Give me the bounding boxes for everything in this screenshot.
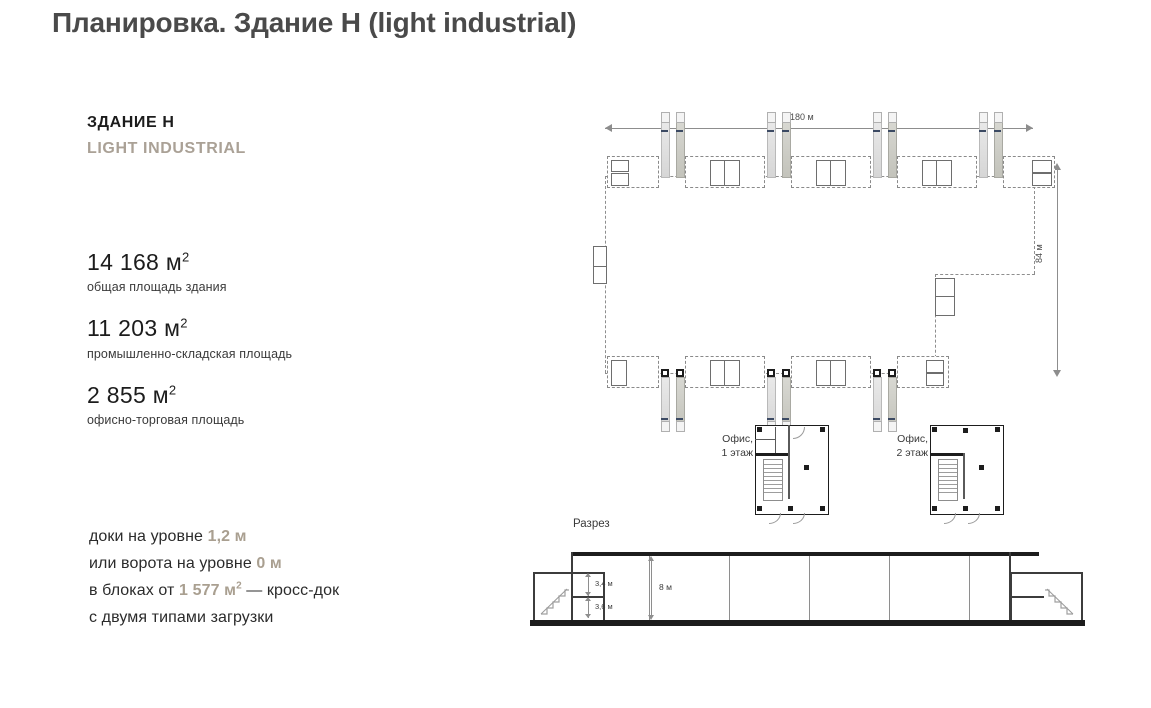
plan-top-office-block bbox=[1003, 156, 1055, 188]
note-line-1: доки на уровне 1,2 м bbox=[89, 528, 247, 545]
stat-label: офисно-торговая площадь bbox=[87, 412, 245, 427]
dim-arrow-down-icon bbox=[1053, 370, 1061, 377]
loading-notes: доки на уровне 1,2 м или ворота на уровн… bbox=[89, 523, 519, 631]
note-line-4: с двумя типами загрузки bbox=[89, 609, 274, 626]
stat-label: промышленно-складская площадь bbox=[87, 346, 293, 361]
plan-wall-right-upper bbox=[1034, 176, 1035, 274]
section-dim-upper: 3,4 м bbox=[595, 579, 613, 588]
office-plan-1-label: Офис,1 этаж bbox=[721, 433, 753, 459]
plan-notch-annex-b bbox=[935, 296, 955, 316]
section-roof-slab bbox=[573, 552, 1039, 556]
site-floor-plan bbox=[593, 112, 1055, 432]
plan-notch-annex-a bbox=[935, 278, 955, 298]
plan-bottom-office-block bbox=[791, 356, 871, 388]
plan-top-office-block bbox=[685, 156, 765, 188]
office-2-stairs bbox=[938, 459, 958, 501]
office-plan-2-label: Офис,2 этаж bbox=[896, 433, 928, 459]
plan-top-office-block bbox=[607, 156, 659, 188]
plan-width-label: 180 м bbox=[790, 112, 814, 122]
dim-arrow-right-icon bbox=[1026, 124, 1033, 132]
section-label: Разрез bbox=[573, 518, 610, 530]
plan-wall-notch-vertical bbox=[935, 274, 936, 373]
stat-item: 14 168 м2 общая площадь здания bbox=[87, 249, 507, 295]
section-floor-slab bbox=[530, 620, 1085, 626]
stat-value: 11 203 м2 bbox=[87, 315, 188, 342]
office-1-stairs bbox=[763, 459, 783, 501]
area-stats-list: 14 168 м2 общая площадь здания 11 203 м2… bbox=[87, 249, 507, 449]
note-line-2: или ворота на уровне 0 м bbox=[89, 555, 282, 572]
building-name: ЗДАНИЕ H bbox=[87, 114, 175, 131]
plan-bottom-office-block bbox=[897, 356, 949, 388]
section-dim-lower: 3,6 м bbox=[595, 602, 613, 611]
plan-bottom-office-block bbox=[607, 356, 659, 388]
plan-width-dim-line bbox=[605, 128, 1033, 129]
plan-wall-notch-horizontal bbox=[935, 274, 1035, 275]
note-line-3: в блоках от 1 577 м2 — кросс-док bbox=[89, 580, 340, 599]
drawings-area: 180 м 84 м bbox=[515, 100, 1115, 660]
stat-item: 2 855 м2 офисно-торговая площадь bbox=[87, 381, 507, 427]
section-dim-total: 8 м bbox=[659, 582, 672, 592]
page-title: Планировка. Здание H (light industrial) bbox=[52, 7, 577, 38]
stat-label: общая площадь здания bbox=[87, 280, 227, 295]
plan-left-annex-a bbox=[593, 246, 607, 268]
plan-bottom-office-block bbox=[685, 356, 765, 388]
building-identity: ЗДАНИЕ H LIGHT INDUSTRIAL bbox=[87, 114, 487, 158]
plan-left-annex-b bbox=[593, 266, 607, 284]
stat-item: 11 203 м2 промышленно-складская площадь bbox=[87, 315, 507, 361]
plan-top-office-block bbox=[897, 156, 977, 188]
building-subtitle: LIGHT INDUSTRIAL bbox=[87, 140, 246, 157]
dim-arrow-left-icon bbox=[605, 124, 612, 132]
plan-height-label: 84 м bbox=[1034, 244, 1044, 263]
plan-top-office-block bbox=[791, 156, 871, 188]
stat-value: 14 168 м2 bbox=[87, 249, 190, 275]
plan-height-dim-line bbox=[1057, 170, 1058, 370]
stat-value: 2 855 м2 bbox=[87, 381, 177, 408]
section-total-dim-line bbox=[651, 560, 652, 618]
dim-arrow-up-icon bbox=[1053, 163, 1061, 170]
